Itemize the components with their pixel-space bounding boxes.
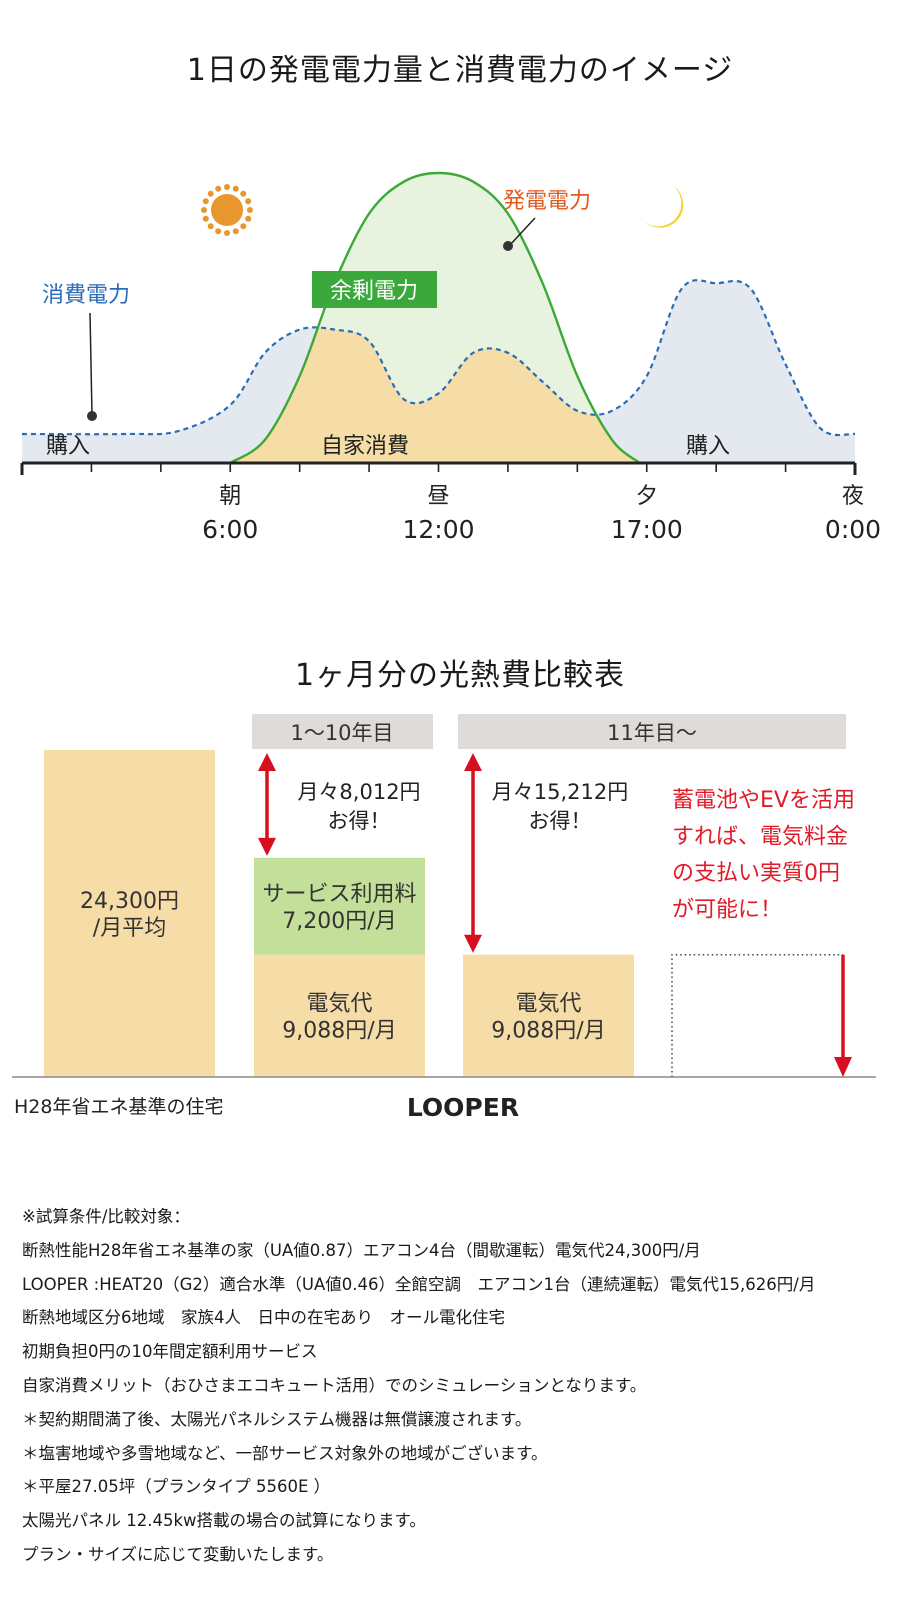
bar-segment-label: /月平均 bbox=[93, 916, 166, 941]
x-label-left: H28年省エネ基準の住宅 bbox=[14, 1096, 223, 1118]
bar-segment-label: サービス利用料 bbox=[262, 882, 416, 907]
consumption-callout-dot bbox=[87, 411, 97, 421]
daily-chart-title: 1日の発電電力量と消費電力のイメージ bbox=[186, 53, 734, 88]
sun-ray bbox=[207, 223, 214, 230]
note-line: 断熱性能H28年省エネ基準の家（UA値0.87）エアコン4台（間歇運転）電気代2… bbox=[22, 1240, 701, 1260]
consumption-series-label: 消費電力 bbox=[42, 283, 130, 308]
buy-label-left: 購入 bbox=[46, 434, 90, 459]
note-line: ※試算条件/比較対象： bbox=[22, 1207, 190, 1226]
sun-disc bbox=[211, 194, 243, 226]
arrow-head bbox=[258, 753, 276, 771]
note-line: ＊契約期間満了後、太陽光パネルシステム機器は無償譲渡されます。 bbox=[22, 1409, 532, 1429]
sun-ray bbox=[232, 185, 239, 192]
x-tick-label: 夕 bbox=[636, 484, 658, 509]
x-tick-label: 朝 bbox=[219, 484, 241, 509]
sun-ray bbox=[215, 185, 222, 192]
arrow-head bbox=[258, 837, 276, 856]
bar-segment bbox=[254, 857, 425, 955]
arrow-head bbox=[464, 753, 482, 771]
bar-segment-label: 9,088円/月 bbox=[491, 1018, 605, 1043]
bar-segment bbox=[44, 750, 215, 1077]
generation-callout-dot bbox=[503, 241, 513, 251]
sun-ray bbox=[232, 228, 239, 235]
sun-ray bbox=[240, 223, 247, 230]
consumption-callout-line bbox=[89, 312, 93, 416]
sun-ray bbox=[247, 207, 253, 213]
x-tick-time: 0:00 bbox=[825, 515, 881, 544]
bar-segment-label: 24,300円 bbox=[80, 889, 179, 914]
period-header-box bbox=[252, 714, 433, 749]
generation-series-label: 発電電力 bbox=[503, 189, 591, 214]
arrow-head bbox=[464, 934, 482, 953]
sun-ray bbox=[245, 215, 252, 222]
sun-ray bbox=[240, 190, 247, 197]
savings-arrow bbox=[464, 753, 482, 953]
surplus-label: 余剰電力 bbox=[330, 279, 418, 304]
savings-note: お得！ bbox=[529, 809, 592, 833]
bar-segment bbox=[463, 954, 634, 1077]
daily-power-chart: 朝 6:00 昼 12:00 夕 17:00 夜 0:00 購入 購入 自家消費 余剰電力 消費電力 発電… bbox=[20, 171, 881, 544]
surplus-badge bbox=[312, 271, 437, 308]
savings-note: お得！ bbox=[328, 809, 391, 833]
savings-amount: 月々8,012円 bbox=[297, 780, 420, 804]
note-line: LOOPER :HEAT20（G2）適合水準（UA値0.46）全館空調 エアコン… bbox=[22, 1274, 816, 1294]
sun-ray bbox=[201, 207, 207, 213]
sun-ray bbox=[202, 215, 209, 222]
bar-segment-label: 7,200円/月 bbox=[282, 909, 396, 934]
battery-note-line: 蓄電池やEVを活用 bbox=[672, 788, 855, 813]
savings-amount: 月々15,212円 bbox=[492, 780, 628, 804]
buy-label-right: 購入 bbox=[686, 434, 730, 459]
battery-arrow-head bbox=[834, 1057, 852, 1077]
note-line: プラン・サイズに応じて変動いたします。 bbox=[22, 1544, 334, 1564]
note-line: 太陽光パネル 12.45kw搭載の場合の試算になります。 bbox=[22, 1511, 426, 1531]
x-tick-label: 夜 bbox=[842, 484, 864, 509]
period-header-box bbox=[458, 714, 846, 749]
note-line: ＊平屋27.05坪（プランタイプ 5560E ） bbox=[22, 1477, 331, 1497]
x-tick-time: 17:00 bbox=[611, 515, 683, 544]
sun-ray bbox=[207, 190, 214, 197]
battery-note-line: すれば、電気料金 bbox=[672, 825, 848, 850]
monthly-chart-title: 1ヶ月分の光熱費比較表 bbox=[294, 658, 626, 693]
period-header-label: 11年目〜 bbox=[607, 721, 697, 745]
consumption-line bbox=[21, 279, 856, 437]
sun-ray bbox=[215, 228, 222, 235]
bar-segment-label: 電気代 bbox=[306, 991, 372, 1016]
sun-icon bbox=[201, 184, 253, 236]
savings-arrow bbox=[258, 753, 276, 856]
sun-ray bbox=[202, 198, 209, 205]
x-tick-label: 昼 bbox=[427, 484, 449, 509]
note-line: 断熱地域区分6地域 家族4人 日中の在宅あり オール電化住宅 bbox=[22, 1308, 505, 1328]
purchase-area bbox=[22, 280, 855, 463]
battery-note-line: の支払い実質0円 bbox=[672, 861, 840, 886]
sun-ray bbox=[245, 198, 252, 205]
calculation-notes: ※試算条件/比較対象： 断熱性能H28年省エネ基準の家（UA値0.87）エアコン4… bbox=[22, 1200, 815, 1572]
generation-line bbox=[229, 171, 641, 465]
bar-segment bbox=[254, 954, 425, 1077]
note-line: 自家消費メリット（おひさまエコキュート活用）でのシミュレーションとなります。 bbox=[22, 1375, 647, 1395]
period-header-label: 1〜10年目 bbox=[290, 721, 393, 745]
sun-ray bbox=[224, 184, 230, 190]
x-label-center: LOOPER bbox=[407, 1093, 519, 1122]
note-line: 初期負担0円の10年間定額利用サービス bbox=[22, 1342, 318, 1362]
bar-outline bbox=[671, 953, 843, 1077]
x-tick-time: 6:00 bbox=[202, 515, 258, 544]
battery-note-line: が可能に！ bbox=[672, 898, 782, 923]
sun-ray bbox=[224, 230, 230, 236]
x-tick-time: 12:00 bbox=[402, 515, 474, 544]
bar-segment-label: 9,088円/月 bbox=[282, 1018, 396, 1043]
note-line: ＊塩害地域や多雪地域など、一部サービス対象外の地域がございます。 bbox=[22, 1443, 548, 1463]
bar-segment-label: 電気代 bbox=[515, 991, 581, 1016]
self-consumption-label: 自家消費 bbox=[321, 434, 409, 459]
generation-callout-line bbox=[508, 217, 536, 247]
